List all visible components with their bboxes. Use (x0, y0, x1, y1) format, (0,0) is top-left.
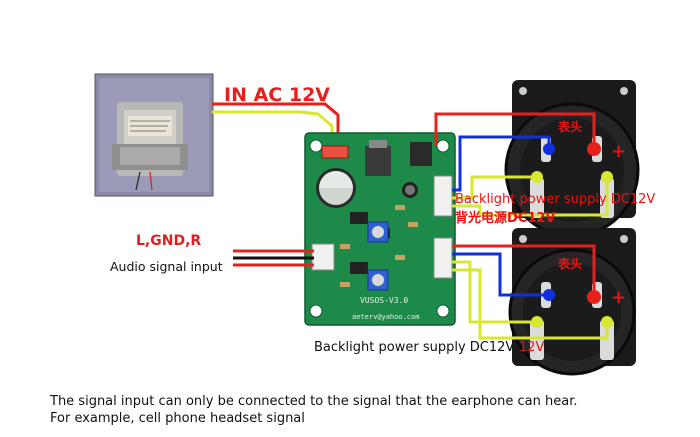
note-line-2: For example, cell phone headset signal (50, 411, 305, 426)
top-meter-wires (434, 112, 609, 217)
bottom-meter-wires (452, 244, 609, 340)
note-line-1: The signal input can only be connected t… (50, 394, 578, 409)
pcb-email-text: aeterv@yahoo.com (352, 313, 420, 321)
plus-sign-top: + (611, 141, 627, 162)
plus-sign-bottom: + (611, 287, 627, 308)
channel-label: L,GND,R (136, 233, 202, 249)
backlight-volts-bottom: 12V (519, 340, 545, 355)
backlight-label-bottom: Backlight power supply DC12V (314, 340, 515, 355)
audio-input-label: Audio signal input (110, 259, 223, 274)
backlight-label-top: Backlight power supply DC12V (455, 192, 656, 207)
transformer-photo (94, 73, 214, 197)
meter-head-label-top: 表头 (558, 120, 583, 134)
ac-input-label: IN AC 12V (224, 84, 330, 106)
vu-driver-pcb (304, 132, 456, 326)
vu-meter-bottom (508, 228, 636, 376)
pcb-model-text: VUSOS-V3.0 (360, 296, 409, 305)
meter-head-label-bottom: 表头 (558, 257, 583, 271)
audio-input-wires (233, 249, 314, 267)
backlight-label-chinese: 背光电源DC12V (455, 211, 556, 226)
